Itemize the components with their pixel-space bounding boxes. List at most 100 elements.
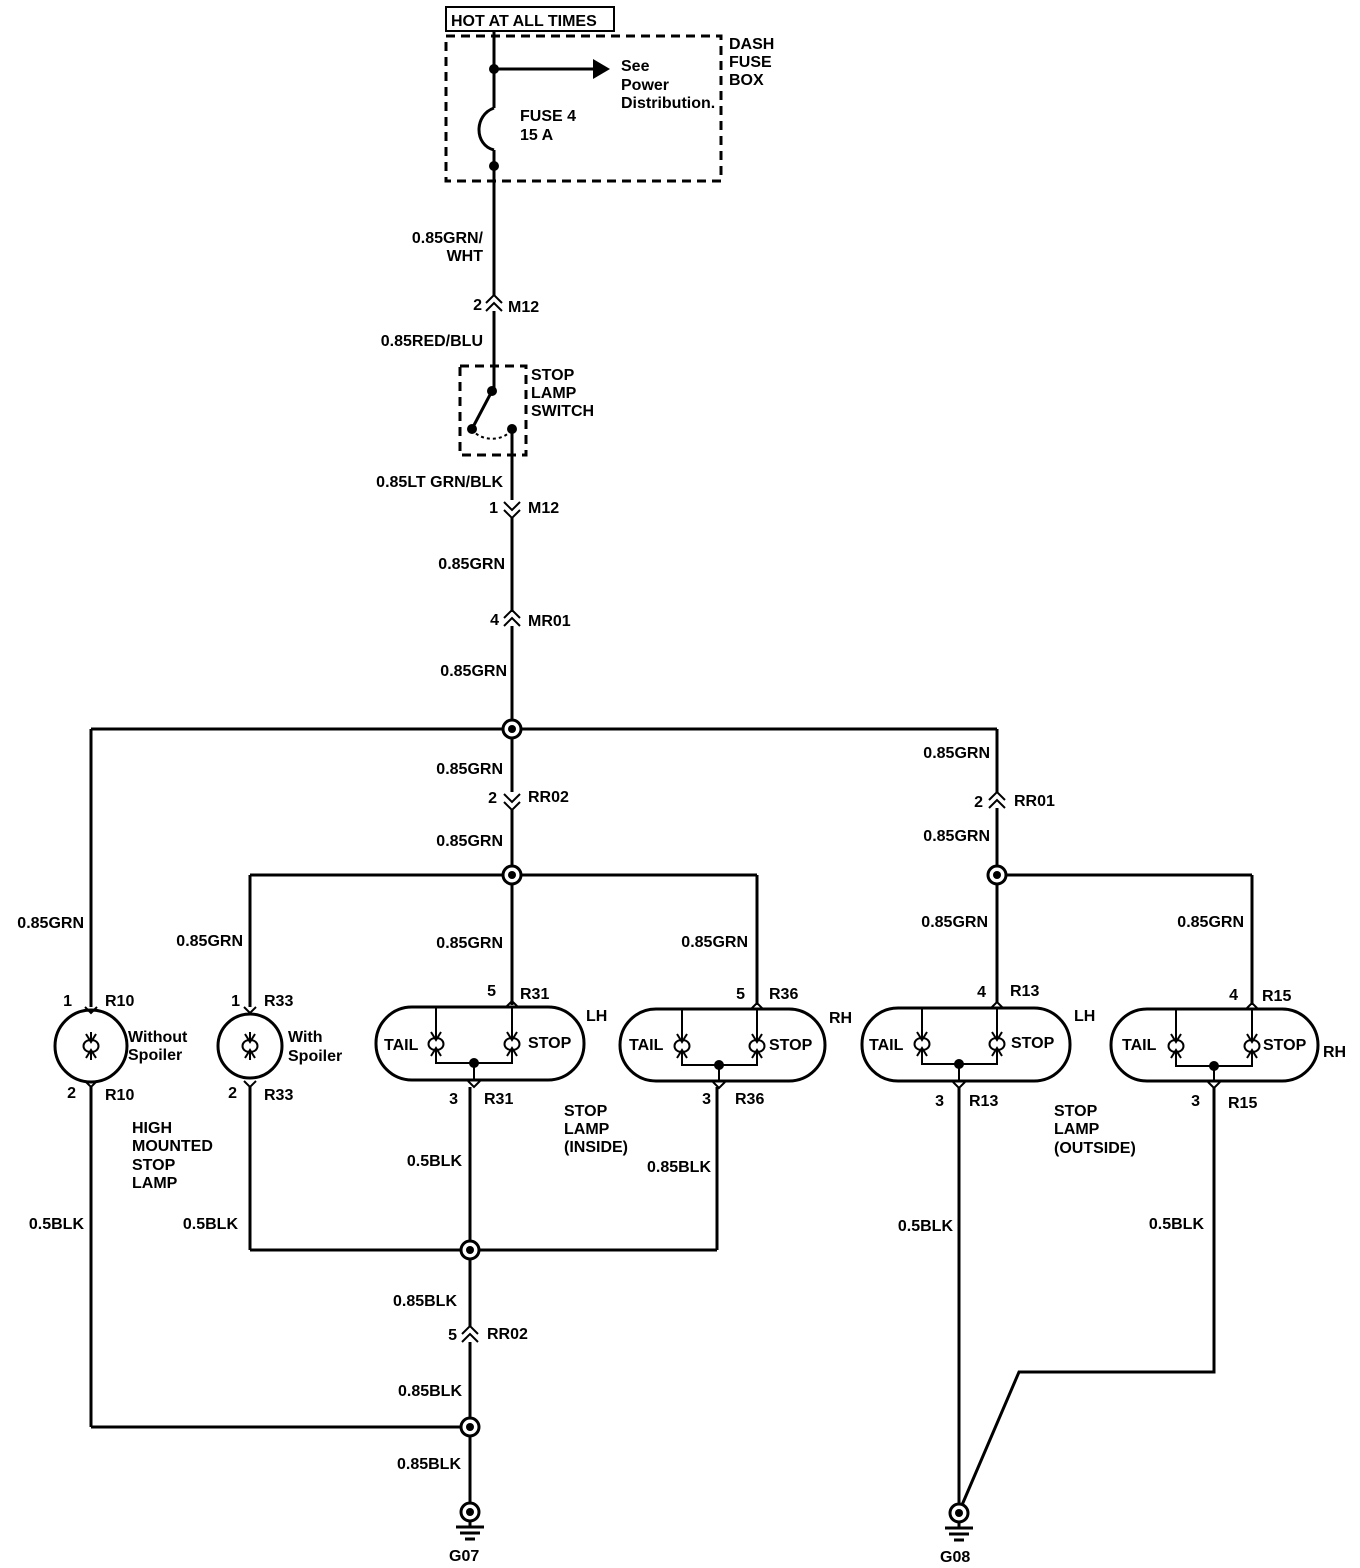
svg-text:2: 2 bbox=[974, 794, 983, 811]
wire-label: 0.85BLK bbox=[647, 1159, 711, 1176]
wire-label: 0.85BLK bbox=[397, 1456, 461, 1473]
stop-lamp-r13: TAIL STOP LH 4 R13 3 R13 bbox=[860, 983, 1095, 1110]
svg-text:4: 4 bbox=[1229, 987, 1238, 1004]
arrow-right-icon bbox=[593, 59, 610, 79]
svg-text:5: 5 bbox=[448, 1327, 457, 1344]
svg-text:R36: R36 bbox=[769, 986, 798, 1003]
svg-text:RR01: RR01 bbox=[1014, 793, 1055, 810]
svg-text:Spoiler: Spoiler bbox=[288, 1048, 342, 1065]
connector-rr02-pin2: 2 RR02 bbox=[488, 789, 569, 812]
svg-text:3: 3 bbox=[1191, 1093, 1200, 1110]
dash-fuse-box: DASH FUSE BOX See Power Distribution. FU… bbox=[444, 31, 774, 183]
wire-label: 0.85BLK bbox=[393, 1293, 457, 1310]
outside-caption: LAMP bbox=[1054, 1121, 1100, 1138]
svg-text:LH: LH bbox=[1074, 1008, 1095, 1025]
svg-text:2: 2 bbox=[473, 297, 482, 314]
svg-text:R31: R31 bbox=[484, 1091, 513, 1108]
wire-label: 0.5BLK bbox=[29, 1216, 85, 1233]
see-line-1: See bbox=[621, 58, 650, 75]
wire-label: 0.5BLK bbox=[183, 1216, 239, 1233]
see-line-3: Distribution. bbox=[621, 95, 715, 112]
wire-label: 0.85GRN bbox=[681, 934, 748, 951]
svg-text:LH: LH bbox=[586, 1008, 607, 1025]
wire-label: 0.85GRN bbox=[921, 914, 988, 931]
stop-lamp-r36: TAIL STOP RH 5 R36 3 R36 bbox=[618, 986, 852, 1108]
svg-text:2: 2 bbox=[228, 1085, 237, 1102]
svg-text:3: 3 bbox=[449, 1091, 458, 1108]
fuse-rating: 15 A bbox=[520, 127, 554, 144]
inside-caption: LAMP bbox=[564, 1121, 610, 1138]
wire-label: 0.5BLK bbox=[407, 1153, 463, 1170]
svg-text:RR02: RR02 bbox=[487, 1326, 528, 1343]
high-mount-lamp-r10: 1 R10 2 R10 Without Spoiler bbox=[53, 993, 188, 1104]
svg-text:R13: R13 bbox=[1010, 983, 1039, 1000]
wire-label: 0.85GRN bbox=[923, 745, 990, 762]
svg-text:4: 4 bbox=[977, 984, 986, 1001]
svg-text:R36: R36 bbox=[735, 1091, 764, 1108]
svg-text:R15: R15 bbox=[1262, 988, 1291, 1005]
wire-label: 0.85GRN bbox=[1177, 914, 1244, 931]
svg-text:SWITCH: SWITCH bbox=[531, 403, 594, 420]
stop-lamp-r15: TAIL STOP RH 4 R15 3 R15 bbox=[1109, 987, 1346, 1112]
connector-rr01: 2 RR01 bbox=[974, 790, 1055, 811]
wire-label: WHT bbox=[447, 248, 484, 265]
ground-label: G07 bbox=[449, 1548, 479, 1565]
svg-text:STOP: STOP bbox=[531, 367, 575, 384]
svg-text:M12: M12 bbox=[508, 299, 539, 316]
svg-text:MR01: MR01 bbox=[528, 613, 571, 630]
svg-text:RR02: RR02 bbox=[528, 789, 569, 806]
svg-text:TAIL: TAIL bbox=[384, 1037, 419, 1054]
fuse-name: FUSE 4 bbox=[520, 108, 576, 125]
connector-mr01: 4 MR01 bbox=[490, 608, 571, 630]
svg-text:RH: RH bbox=[1323, 1044, 1346, 1061]
hot-at-all-times-box: HOT AT ALL TIMES bbox=[445, 6, 615, 32]
svg-text:5: 5 bbox=[487, 983, 496, 1000]
high-mounted-caption: MOUNTED bbox=[132, 1138, 213, 1155]
inside-caption: STOP bbox=[564, 1103, 608, 1120]
svg-text:R31: R31 bbox=[520, 986, 549, 1003]
wire-label: 0.85BLK bbox=[398, 1383, 462, 1400]
connector-rr02-pin5: 5 RR02 bbox=[448, 1324, 528, 1344]
high-mounted-caption: STOP bbox=[132, 1157, 176, 1174]
svg-text:3: 3 bbox=[702, 1091, 711, 1108]
wire-label: 0.85GRN bbox=[438, 556, 505, 573]
svg-text:STOP: STOP bbox=[1011, 1035, 1055, 1052]
stop-lamp-r31: TAIL STOP LH 5 R31 3 R31 bbox=[374, 983, 607, 1108]
svg-text:With: With bbox=[288, 1029, 323, 1046]
fuse-box-name-2: FUSE bbox=[729, 54, 772, 71]
wire-label: 0.85GRN bbox=[176, 933, 243, 950]
fuse-symbol-icon bbox=[477, 106, 495, 152]
hot-label: HOT AT ALL TIMES bbox=[451, 13, 597, 30]
svg-text:1: 1 bbox=[489, 500, 498, 517]
high-mounted-caption: HIGH bbox=[132, 1120, 172, 1137]
fuse-box-name-3: BOX bbox=[729, 72, 764, 89]
see-line-2: Power bbox=[621, 77, 669, 94]
svg-text:M12: M12 bbox=[528, 500, 559, 517]
connector-m12-pin1: 1 M12 bbox=[489, 500, 559, 520]
ground-label: G08 bbox=[940, 1549, 970, 1566]
ground-g07-icon: G07 bbox=[449, 1501, 484, 1565]
svg-text:R33: R33 bbox=[264, 993, 293, 1010]
svg-text:R13: R13 bbox=[969, 1093, 998, 1110]
svg-text:Without: Without bbox=[128, 1029, 188, 1046]
wire-label: 0.85GRN bbox=[436, 833, 503, 850]
outside-caption: (OUTSIDE) bbox=[1054, 1140, 1136, 1157]
connector-m12-pin2: 2 M12 bbox=[473, 293, 539, 316]
svg-text:R33: R33 bbox=[264, 1087, 293, 1104]
wire-label: 0.85LT GRN/BLK bbox=[376, 474, 503, 491]
svg-text:TAIL: TAIL bbox=[1122, 1037, 1157, 1054]
svg-text:3: 3 bbox=[935, 1093, 944, 1110]
svg-text:STOP: STOP bbox=[769, 1037, 813, 1054]
svg-text:RH: RH bbox=[829, 1010, 852, 1027]
ground-g08-icon: G08 bbox=[940, 1502, 973, 1566]
svg-text:R10: R10 bbox=[105, 993, 134, 1010]
inside-caption: (INSIDE) bbox=[564, 1139, 628, 1156]
wire-label: 0.85GRN bbox=[436, 935, 503, 952]
wire-label: 0.5BLK bbox=[1149, 1216, 1205, 1233]
svg-text:TAIL: TAIL bbox=[629, 1037, 664, 1054]
svg-text:5: 5 bbox=[736, 986, 745, 1003]
high-mount-lamp-r33: 1 R33 2 R33 With Spoiler bbox=[216, 993, 342, 1104]
wire-label: 0.85GRN bbox=[440, 663, 507, 680]
